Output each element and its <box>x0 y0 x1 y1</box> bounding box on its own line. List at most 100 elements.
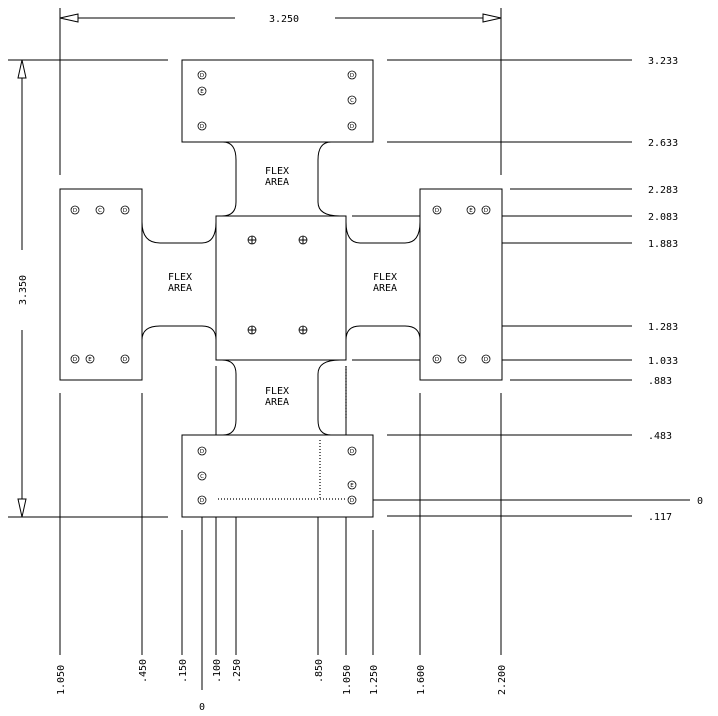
mounting-holes: D E D D C D D C D D E D D E D D C D D C D D E D <box>70 70 491 505</box>
dim-label-1283: 1.283 <box>648 322 678 333</box>
svg-text:D: D <box>350 498 354 504</box>
svg-text:FLEX: FLEX <box>265 166 289 177</box>
svg-text:C: C <box>350 98 354 104</box>
right-panel <box>419 188 503 381</box>
dim-label-883: .883 <box>648 376 672 387</box>
flex-left <box>141 221 217 341</box>
mounting-hole-icon: C <box>457 354 467 364</box>
crosshair-hole-icon <box>298 235 308 245</box>
dim-label-3233: 3.233 <box>648 56 678 67</box>
mounting-hole-icon: E <box>347 480 357 490</box>
mounting-hole-icon: D <box>347 70 357 80</box>
mounting-hole-icon: D <box>120 205 130 215</box>
center-panel <box>215 215 347 361</box>
svg-text:D: D <box>123 357 127 363</box>
svg-text:AREA: AREA <box>373 283 397 294</box>
dim-label-1883: 1.883 <box>648 239 678 250</box>
dim-label-x-1050-right: 1.050 <box>342 665 353 695</box>
mounting-hole-icon: D <box>481 354 491 364</box>
svg-text:FLEX: FLEX <box>373 272 397 283</box>
dim-label-x-450: .450 <box>138 659 149 683</box>
mounting-hole-icon: D <box>70 354 80 364</box>
mounting-hole-icon: D <box>347 446 357 456</box>
dim-label-x-250: .250 <box>232 659 243 683</box>
svg-text:E: E <box>200 89 204 95</box>
svg-text:C: C <box>98 208 102 214</box>
svg-text:E: E <box>469 208 473 214</box>
svg-text:FLEX: FLEX <box>168 272 192 283</box>
svg-text:D: D <box>123 208 127 214</box>
bottom-labels: 1.050 .450 .150 .100 .250 .850 1.050 1.2… <box>56 659 508 713</box>
dim-label-117: .117 <box>648 512 672 523</box>
mounting-hole-icon: E <box>466 205 476 215</box>
dim-label-1033: 1.033 <box>648 356 678 367</box>
bottom-panel <box>181 434 374 518</box>
mounting-hole-icon: D <box>197 70 207 80</box>
dim-label-0: 0 <box>697 496 703 507</box>
dim-label-2283: 2.283 <box>648 185 678 196</box>
center-alignment-holes <box>247 235 308 335</box>
right-labels: 3.233 2.633 2.283 2.083 1.883 1.283 1.03… <box>648 56 703 523</box>
crosshair-hole-icon <box>247 325 257 335</box>
dim-label-x-1050-left: 1.050 <box>56 665 67 695</box>
mounting-hole-icon: D <box>120 354 130 364</box>
mounting-hole-icon: D <box>197 446 207 456</box>
svg-text:D: D <box>484 357 488 363</box>
dim-label-x-1250: 1.250 <box>369 665 380 695</box>
svg-text:C: C <box>460 357 464 363</box>
dim-label-x-850: .850 <box>314 659 325 683</box>
svg-text:D: D <box>350 449 354 455</box>
mounting-hole-icon: D <box>70 205 80 215</box>
svg-text:D: D <box>200 124 204 130</box>
bottom-extension-lines <box>59 366 502 690</box>
dim-label-2083: 2.083 <box>648 212 678 223</box>
mounting-hole-icon: D <box>481 205 491 215</box>
svg-text:D: D <box>200 449 204 455</box>
svg-text:D: D <box>435 357 439 363</box>
svg-text:D: D <box>200 73 204 79</box>
svg-text:AREA: AREA <box>265 177 289 188</box>
svg-text:E: E <box>88 357 92 363</box>
overall-width-dimension: 3.250 <box>59 8 502 175</box>
flex-area-label-bottom: FLEX AREA <box>265 386 289 408</box>
mounting-hole-icon: D <box>197 121 207 131</box>
mounting-hole-icon: D <box>432 205 442 215</box>
flex-area-label-right: FLEX AREA <box>373 272 397 294</box>
dim-label-x-150: .150 <box>178 659 189 683</box>
svg-text:D: D <box>484 208 488 214</box>
overall-height-label: 3.350 <box>18 275 29 305</box>
svg-text:D: D <box>350 124 354 130</box>
crosshair-hole-icon <box>247 235 257 245</box>
svg-text:AREA: AREA <box>265 397 289 408</box>
top-panel <box>181 59 374 143</box>
dim-label-x-1600: 1.600 <box>416 665 427 695</box>
crosshair-hole-icon <box>298 325 308 335</box>
mounting-hole-icon: D <box>347 121 357 131</box>
mounting-hole-icon: E <box>85 354 95 364</box>
mounting-hole-icon: C <box>197 471 207 481</box>
flex-area-label-left: FLEX AREA <box>168 272 192 294</box>
mounting-hole-icon: C <box>347 95 357 105</box>
svg-text:D: D <box>350 73 354 79</box>
dim-label-x-100: .100 <box>212 659 223 683</box>
flex-area-label-top: FLEX AREA <box>265 166 289 188</box>
svg-text:D: D <box>435 208 439 214</box>
mounting-hole-icon: C <box>95 205 105 215</box>
overall-height-dimension: 3.350 <box>8 59 168 518</box>
svg-text:C: C <box>200 474 204 480</box>
svg-text:D: D <box>200 498 204 504</box>
mounting-hole-icon: E <box>197 86 207 96</box>
svg-text:D: D <box>73 208 77 214</box>
mounting-hole-icon: D <box>432 354 442 364</box>
dim-label-483: .483 <box>648 431 672 442</box>
dim-label-x-2200: 2.200 <box>497 665 508 695</box>
flex-top <box>221 141 341 217</box>
overall-width-label: 3.250 <box>269 14 299 25</box>
dim-label-2633: 2.633 <box>648 138 678 149</box>
mounting-hole-icon: D <box>347 495 357 505</box>
mounting-hole-icon: D <box>197 495 207 505</box>
origin-label: 0 <box>199 702 205 713</box>
left-panel <box>59 188 143 381</box>
svg-text:E: E <box>350 483 354 489</box>
